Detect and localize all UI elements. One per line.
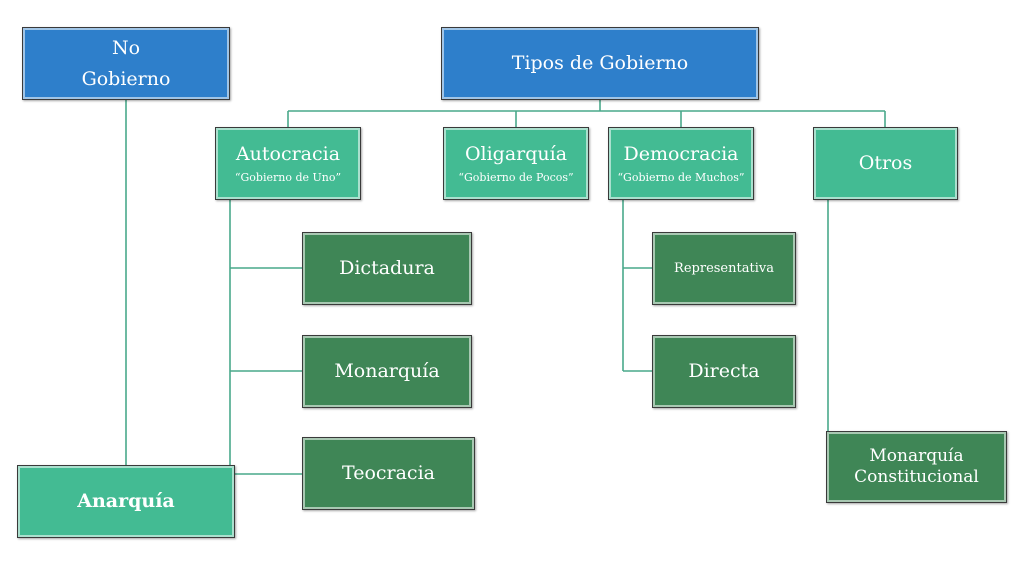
node-no-gobierno-line1: No: [111, 37, 141, 60]
node-otros-title: Otros: [858, 152, 913, 175]
node-dictadura: Dictadura: [302, 232, 472, 305]
node-democracia: Democracia “Gobierno de Muchos”: [608, 127, 754, 200]
node-representativa: Representativa: [652, 232, 796, 305]
node-teocracia: Teocracia: [302, 437, 475, 510]
node-autocracia-title: Autocracia: [235, 143, 341, 165]
node-tipos-de-gobierno-title: Tipos de Gobierno: [511, 52, 689, 75]
node-monarquia-constitucional-line2: Constitucional: [854, 467, 979, 487]
node-anarquia: Anarquía: [17, 465, 235, 538]
node-teocracia-title: Teocracia: [342, 462, 435, 485]
node-monarquia-constitucional: Monarquía Constitucional: [826, 431, 1007, 503]
node-anarquia-title: Anarquía: [77, 490, 175, 513]
node-democracia-title: Democracia: [623, 143, 739, 165]
node-tipos-de-gobierno: Tipos de Gobierno: [441, 27, 759, 100]
node-autocracia-subtitle: “Gobierno de Uno”: [234, 170, 342, 184]
node-directa: Directa: [652, 335, 796, 408]
node-monarquia-title: Monarquía: [334, 360, 440, 383]
node-representativa-title: Representativa: [674, 260, 774, 276]
node-oligarquia-title: Oligarquía: [464, 143, 568, 165]
node-dictadura-title: Dictadura: [339, 257, 435, 280]
node-directa-title: Directa: [688, 360, 760, 383]
node-autocracia: Autocracia “Gobierno de Uno”: [215, 127, 361, 200]
node-no-gobierno-line2: Gobierno: [81, 67, 171, 90]
node-democracia-subtitle: “Gobierno de Muchos”: [617, 170, 745, 184]
node-oligarquia-subtitle: “Gobierno de Pocos”: [458, 170, 574, 184]
node-oligarquia: Oligarquía “Gobierno de Pocos”: [443, 127, 589, 200]
node-otros: Otros: [813, 127, 958, 200]
node-monarquia-constitucional-line1: Monarquía: [869, 445, 964, 466]
node-monarquia: Monarquía: [302, 335, 472, 408]
node-no-gobierno: No Gobierno: [22, 27, 230, 100]
